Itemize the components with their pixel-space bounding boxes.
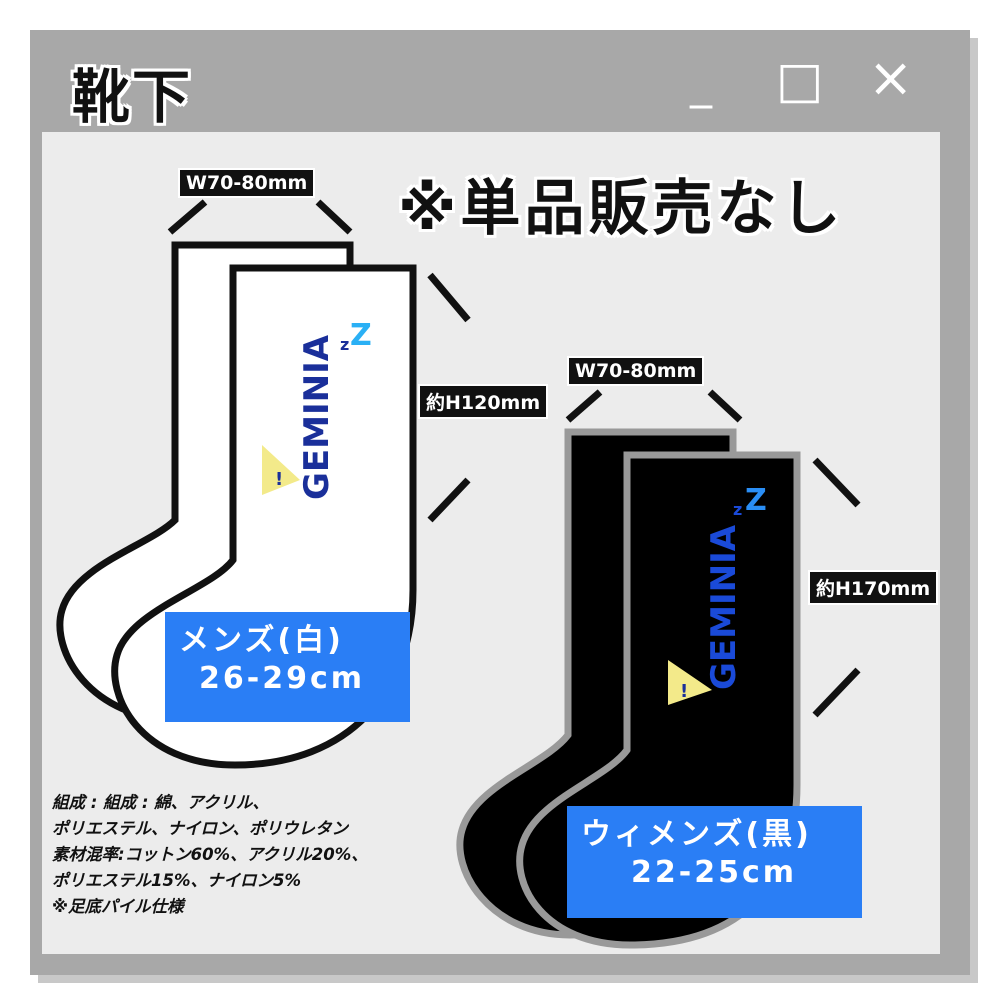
zzz-small-icon: z [340, 335, 349, 354]
warning-mark-icon: ! [275, 469, 283, 490]
close-button[interactable]: × [868, 46, 914, 109]
material-spec: 組成 : 組成 : 綿、アクリル、 ポリエステル、ナイロン、ポリウレタン 素材混… [52, 790, 368, 920]
geminia-logo-black: GEMINIA [704, 524, 744, 690]
womens-width-label: W70-80mm [567, 356, 705, 386]
dimension-lines [167, 199, 861, 718]
minimize-button[interactable]: _ [690, 58, 712, 109]
womens-size-badge: ウィメンズ(黒) 22-25cm [567, 806, 862, 918]
logo-text: GEMINIA [704, 524, 744, 690]
spec-line: ポリエステル、ナイロン、ポリウレタン [52, 819, 349, 838]
zzz-icon: Z [350, 318, 372, 353]
warning-icon [262, 445, 300, 495]
warning-icon [668, 660, 712, 705]
mens-height-label: 約H120mm [418, 384, 549, 419]
womens-height-label: 約H170mm [808, 570, 939, 605]
spec-line: ※足底パイル仕様 [52, 897, 184, 916]
mens-size-range: 26-29cm [199, 661, 365, 696]
no-single-sale-notice: ※単品販売なし [398, 174, 845, 244]
spec-line: 素材混率:コットン60%、アクリル20%、 [52, 845, 368, 864]
zzz-small-icon: z [733, 500, 742, 519]
womens-size-name: ウィメンズ(黒) [581, 817, 812, 852]
window-title: 靴下 [72, 63, 193, 131]
mens-width-label: W70-80mm [178, 168, 316, 198]
mens-size-badge: メンズ(白) 26-29cm [165, 612, 410, 722]
geminia-logo-white: GEMINIA [297, 334, 337, 500]
zzz-icon: Z [745, 483, 767, 518]
warning-mark-icon: ! [680, 681, 688, 702]
mens-size-name: メンズ(白) [179, 623, 344, 658]
maximize-button[interactable]: □ [776, 51, 824, 109]
spec-line: 組成 : 組成 : 綿、アクリル、 [52, 793, 269, 812]
womens-size-range: 22-25cm [631, 855, 797, 890]
logo-text: GEMINIA [297, 334, 337, 500]
spec-line: ポリエステル15%、ナイロン5% [52, 871, 302, 890]
